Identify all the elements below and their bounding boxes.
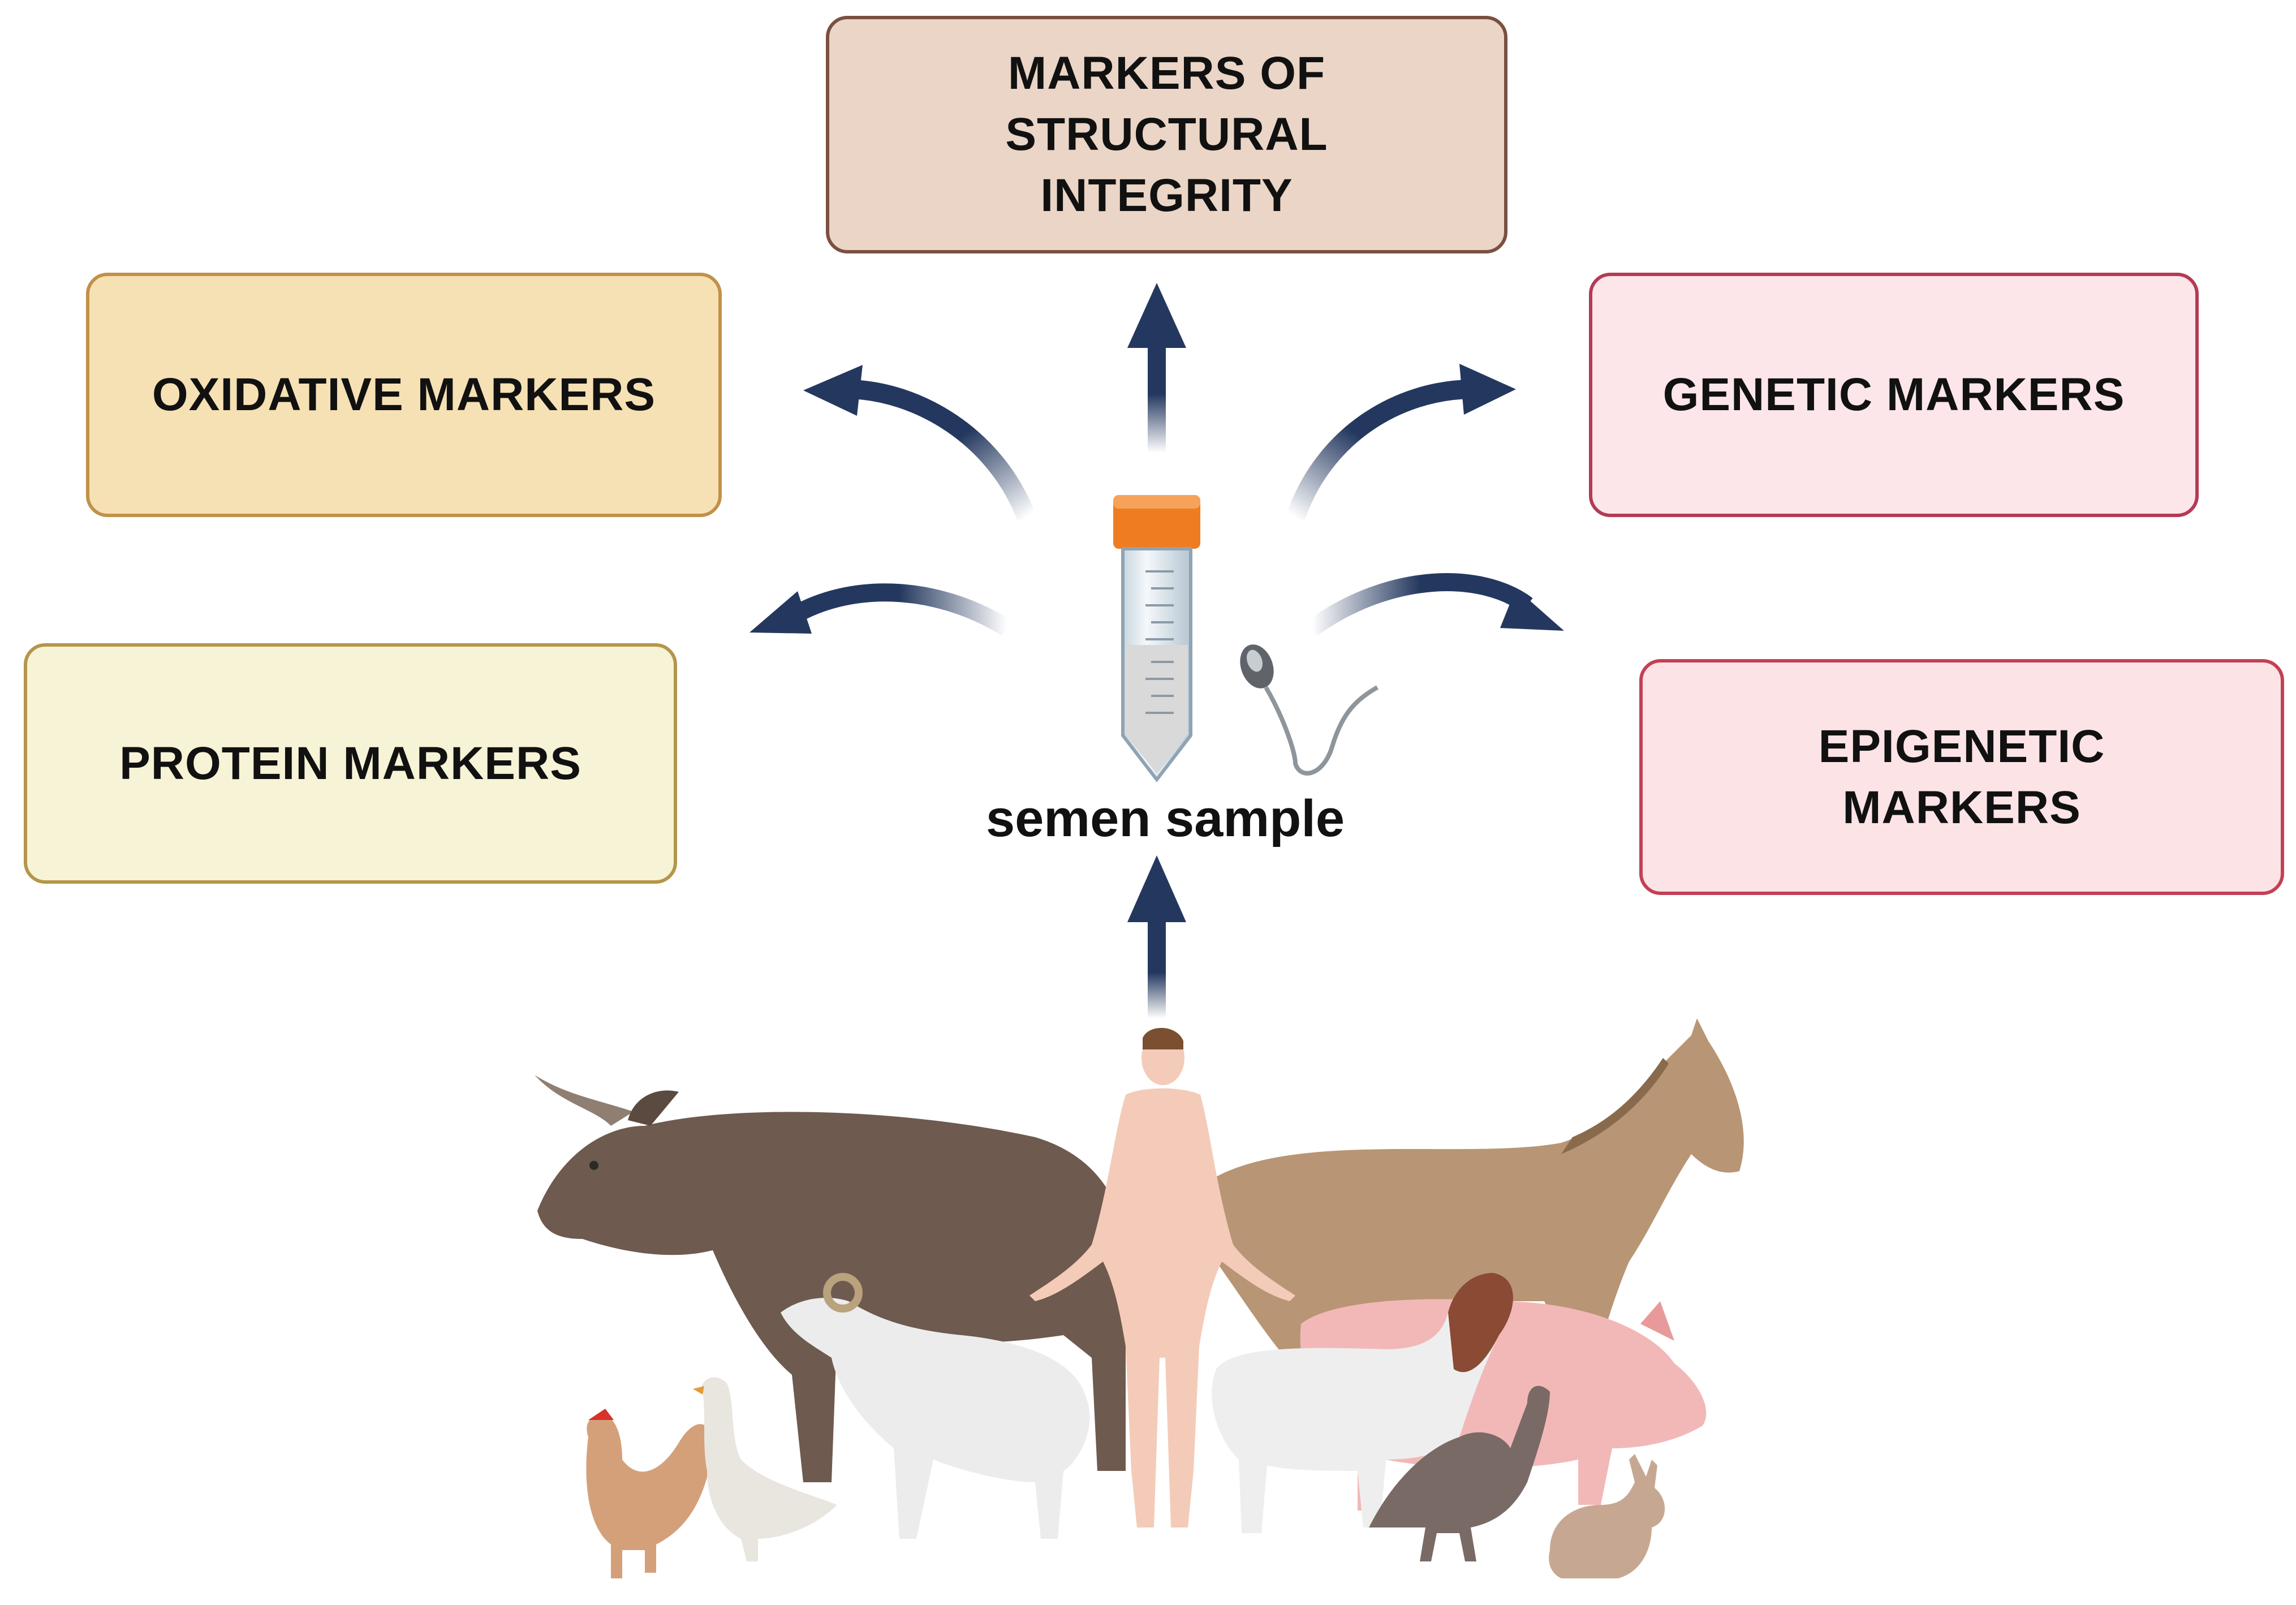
chicken-icon	[586, 1409, 713, 1578]
turkey-icon	[1369, 1385, 1550, 1561]
arrow-to-genetic-markers	[1286, 364, 1516, 521]
box-protein-markers: PROTEIN MARKERS	[24, 643, 677, 884]
box-structural-integrity-label: MARKERS OF STRUCTURAL INTEGRITY	[1005, 48, 1328, 221]
box-epigenetic-markers: EPIGENETIC MARKERS	[1639, 659, 2284, 895]
animal-group-illustration	[535, 1018, 1744, 1578]
goat-icon	[1212, 1273, 1513, 1533]
arrow-from-animals-to-sample	[1127, 855, 1186, 1018]
box-structural-integrity-markers: MARKERS OF STRUCTURAL INTEGRITY	[826, 16, 1507, 253]
rabbit-icon	[1549, 1454, 1665, 1578]
arrow-to-oxidative-markers	[803, 365, 1036, 522]
arrow-to-structural-integrity	[1127, 283, 1186, 453]
box-genetic-label: GENETIC MARKERS	[1662, 369, 2125, 420]
human-icon	[1029, 1027, 1295, 1527]
arrow-to-epigenetic-markers	[1307, 573, 1564, 636]
semen-sample-caption: semen sample	[985, 790, 1345, 847]
sperm-cell-icon	[1240, 644, 1379, 776]
goose-icon	[693, 1377, 837, 1561]
box-oxidative-label: OXIDATIVE MARKERS	[152, 369, 656, 420]
box-genetic-markers: GENETIC MARKERS	[1589, 273, 2199, 517]
sample-tube-icon	[1113, 495, 1200, 782]
box-protein-label: PROTEIN MARKERS	[119, 737, 581, 789]
box-oxidative-markers: OXIDATIVE MARKERS	[86, 273, 722, 517]
ram-icon	[781, 1273, 1090, 1539]
arrow-to-protein-markers	[749, 583, 1012, 636]
box-epigenetic-label: EPIGENETIC MARKERS	[1818, 720, 2105, 833]
